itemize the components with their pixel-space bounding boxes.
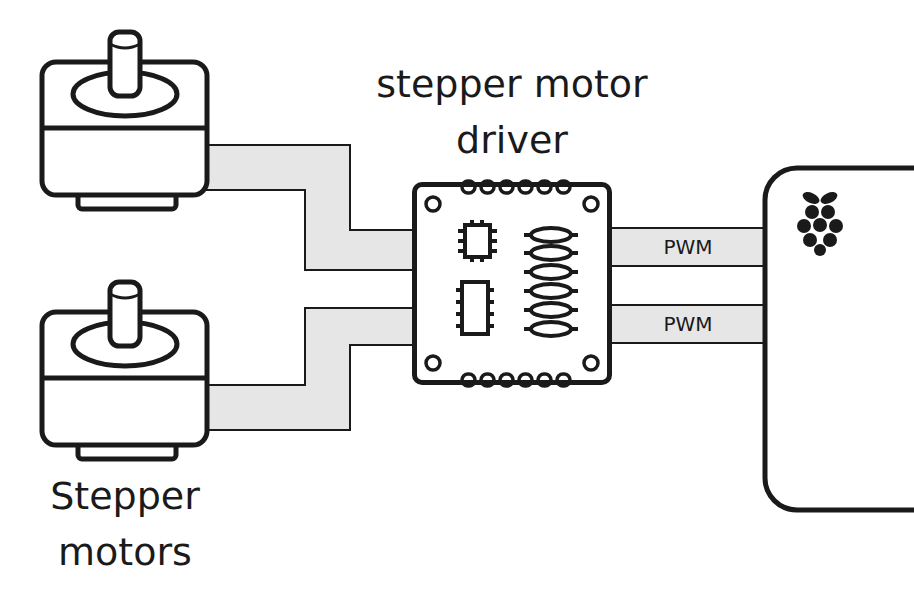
raspberry-pi-board: [765, 168, 914, 510]
group-label: Stepper motors: [5, 468, 245, 580]
signal-label: PWM: [618, 312, 758, 336]
motor-cable: [205, 308, 414, 430]
signal-label: PWM: [618, 235, 758, 259]
node-heading: stepper motor driver: [322, 56, 702, 168]
motor-cable: [205, 145, 414, 270]
pwm-wire: [610, 305, 767, 343]
raspberry-pi-logo: [797, 190, 843, 256]
driver-board-parts: [414, 181, 610, 386]
stepper-motor: [42, 32, 207, 209]
stepper-motor: [42, 282, 207, 459]
driver-board: stepper motor driver: [412, 182, 612, 385]
pwm-wire: [610, 228, 767, 266]
